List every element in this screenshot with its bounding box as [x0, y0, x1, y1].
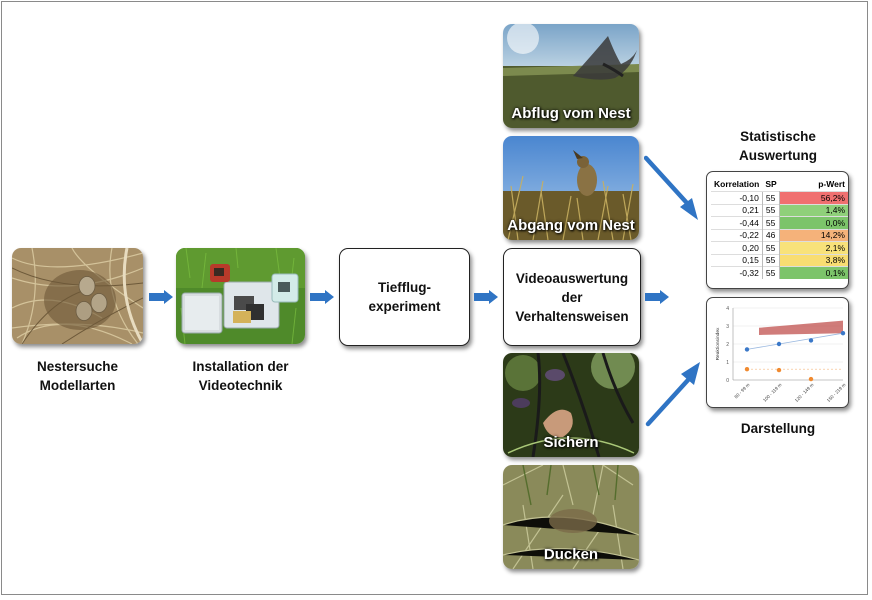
correlation-cell: 0,21 — [711, 203, 763, 217]
correlation-cell: -0,44 — [711, 216, 763, 229]
correlation-cell: -0,22 — [711, 228, 763, 242]
behavior-photo-takeoff: Abflug vom Nest — [503, 24, 639, 128]
data-point — [776, 341, 782, 347]
y-tick-label: 3 — [726, 324, 729, 330]
sp-cell: 55 — [761, 253, 781, 267]
data-point — [776, 367, 782, 373]
flow-arrow-4 — [645, 290, 669, 304]
nest-search-label: Nestersuche Modellarten — [36, 359, 119, 393]
correlation-cell: 0,20 — [711, 241, 763, 254]
y-tick-label: 0 — [726, 378, 729, 384]
pvalue-cell: 1,4% — [779, 203, 848, 217]
flyover-experiment-label: Tiefflug- experiment — [368, 280, 441, 314]
video-equipment-photo — [176, 248, 305, 344]
data-point — [744, 367, 750, 372]
correlation-cell: -0,10 — [711, 191, 763, 204]
sp-cell: 55 — [761, 203, 781, 217]
data-point — [744, 347, 750, 352]
flow-arrow-2 — [310, 290, 334, 304]
series-trend-line — [746, 332, 844, 350]
behavior-photo-alert: Sichern — [503, 353, 639, 457]
data-point — [808, 338, 814, 343]
col-header-pvalue: p-Wert — [818, 178, 845, 189]
video-analysis-box: Videoauswertung der Verhaltensweisen — [503, 248, 641, 346]
pvalue-cell: 14,2% — [779, 228, 848, 242]
sp-cell: 46 — [761, 228, 781, 242]
x-tick-label: 150 - 219 m — [826, 382, 847, 403]
correlation-cell: -0,32 — [711, 266, 763, 279]
display-title: Darstellung — [740, 421, 816, 436]
pvalue-cell: 56,2% — [779, 191, 848, 204]
installation-label: Installation der Videotechnik — [192, 359, 289, 393]
behavior-label-alert: Sichern — [543, 434, 599, 451]
pvalue-cell: 0,1% — [779, 266, 848, 279]
behavior-photo-walkoff: Abgang vom Nest — [503, 136, 639, 240]
behavior-label-walkoff: Abgang vom Nest — [507, 217, 635, 234]
pvalue-cell: 0,0% — [779, 216, 848, 229]
x-tick-label: 100 - 119 m — [762, 382, 783, 403]
stats-title: Statistische Auswertung — [738, 129, 817, 163]
sp-cell: 55 — [761, 191, 781, 204]
video-analysis-label: Videoauswertung der Verhaltensweisen — [515, 270, 629, 324]
x-tick-label: 120 - 149 m — [794, 382, 815, 403]
sp-cell: 55 — [761, 266, 781, 279]
data-point — [808, 376, 814, 382]
x-tick-label: 80 - 99 m — [733, 382, 750, 399]
y-tick-label: 4 — [726, 306, 729, 312]
y-tick-label: 2 — [726, 342, 729, 348]
flyover-experiment-box: Tiefflug- experiment — [339, 248, 470, 346]
arrow-to-stats — [644, 155, 698, 220]
data-point — [840, 331, 846, 336]
behavior-label-takeoff: Abflug vom Nest — [511, 105, 631, 122]
behavior-photo-crouch: Ducken — [503, 465, 639, 569]
correlation-cell: 0,15 — [711, 253, 763, 267]
pvalue-cell: 2,1% — [779, 241, 848, 254]
nest-eggs-photo — [12, 248, 143, 344]
arrow-from-display — [645, 362, 700, 427]
flow-arrow-1 — [149, 290, 173, 304]
flow-arrow-3 — [474, 290, 498, 304]
sp-cell: 55 — [761, 241, 781, 254]
behavior-label-crouch: Ducken — [543, 546, 599, 563]
trend-band — [759, 320, 843, 335]
col-header-sp: SP — [765, 178, 777, 189]
pvalue-cell: 3,8% — [779, 253, 848, 267]
sp-cell: 55 — [761, 216, 781, 229]
y-tick-label: 1 — [726, 360, 729, 366]
y-axis-label: Reaktionsindex — [715, 327, 721, 360]
col-header-correlation: Korrelation — [714, 178, 760, 189]
